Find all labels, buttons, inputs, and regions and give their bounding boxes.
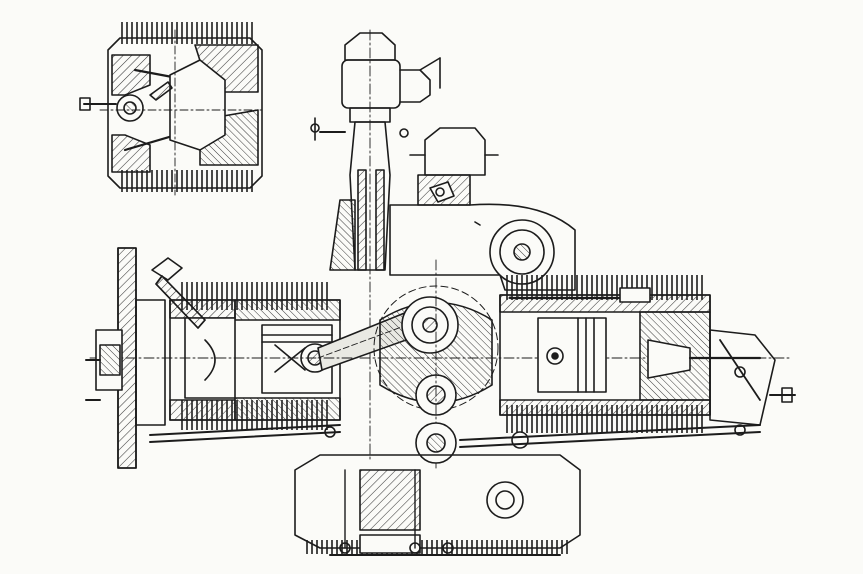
fan-housing (389, 203, 576, 291)
flywheel (85, 247, 166, 469)
spark-plug (151, 257, 206, 329)
right-piston (537, 317, 607, 393)
oil-sump (294, 454, 581, 556)
distributor (310, 29, 441, 461)
left-cylinder (169, 282, 341, 430)
crankshaft (89, 259, 791, 471)
camshaft (415, 422, 529, 464)
pushrod-tubes (149, 424, 761, 448)
valve-rocker-gear (647, 329, 796, 426)
distributor-pedestal (329, 121, 391, 271)
fasteners (324, 128, 746, 554)
inset-cylinder-head-section (79, 22, 263, 196)
carburettor (409, 127, 499, 206)
